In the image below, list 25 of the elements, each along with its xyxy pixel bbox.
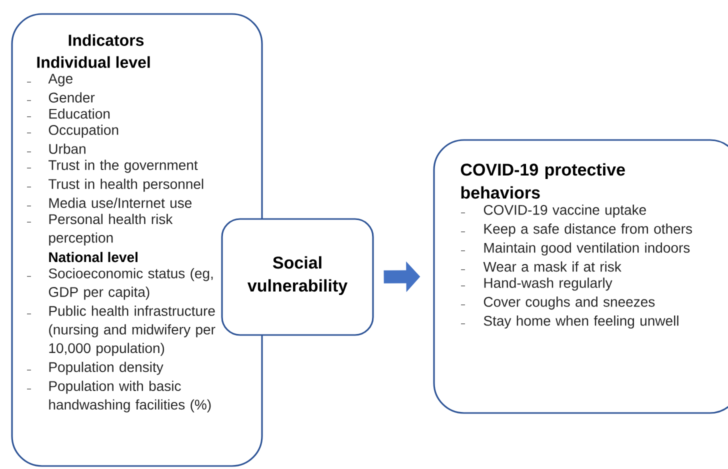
box-label: Social vulnerability	[248, 256, 348, 296]
heading: COVID-19 protective behaviors	[460, 163, 625, 199]
list-item: Hand-wash regularly	[460, 278, 612, 291]
list-item: Keep a safe distance from others	[460, 224, 692, 237]
list-item: Maintain good ventilation indoors	[460, 242, 690, 256]
list-item: Socioeconomic status (eg, GDP per capita)	[26, 268, 213, 300]
list-item: Trust in health personnel	[26, 178, 204, 192]
list-item: Cover coughs and sneezes	[460, 296, 655, 310]
heading: Indicators	[68, 34, 144, 46]
list-item: Population with basic handwashing facilities (%)	[26, 380, 211, 412]
list-item: Education	[26, 108, 110, 119]
list-item: Population density	[26, 362, 164, 375]
list-item: Age	[26, 74, 72, 86]
heading: National level	[49, 252, 138, 262]
list-item: Media use/Internet use	[26, 198, 192, 208]
list-item: Urban	[26, 144, 86, 154]
list-item: COVID-19 vaccine uptake	[460, 204, 646, 218]
list-item: Wear a mask if at risk	[460, 261, 622, 272]
list-item: Personal health risk perception	[26, 214, 173, 246]
list-item: Stay home when feeling unwell	[460, 316, 678, 329]
heading: Individual level	[37, 56, 150, 68]
list-item: Gender	[26, 92, 95, 103]
list-item: Occupation	[26, 124, 118, 138]
list-item: Public health infrastructure (nursing and midwifery per 10,000 population)	[26, 306, 216, 356]
list-item: Trust in the government	[26, 160, 198, 173]
